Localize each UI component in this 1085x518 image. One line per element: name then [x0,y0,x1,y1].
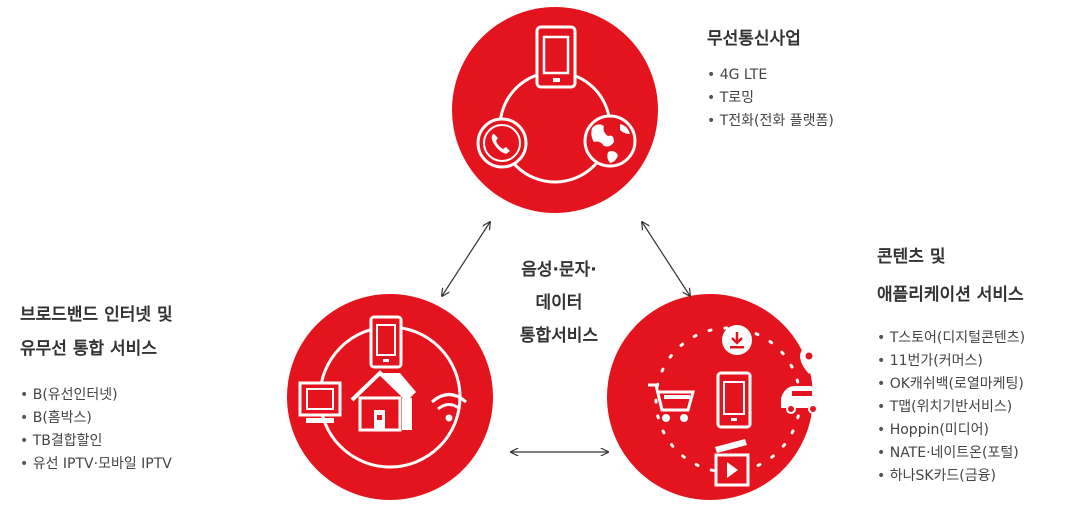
center-label: 음성·문자· 데이터 통합서비스 [494,254,624,353]
list-item: B(유선인터넷) [20,384,172,407]
tv-icon [298,381,342,423]
list-item: T로밍 [707,87,834,110]
smartphone-icon [369,315,403,369]
video-clapper-icon [714,439,750,487]
list-item: TB결합할인 [20,430,172,453]
broadband-title-line-2: 유무선 통합 서비스 [20,339,157,359]
house-icon [350,370,416,432]
contents-title: 콘텐츠 및 애플리케이션 서비스 [877,242,1024,310]
center-label-line-2: 데이터 [535,293,583,313]
wireless-list: 4G LTE T로밍 T전화(전화 플랫폼) [707,64,834,133]
list-item: 유선 IPTV·모바일 IPTV [20,453,172,476]
contents-title-line-1: 콘텐츠 및 [877,247,946,267]
wireless-title: 무선통신사업 [707,29,801,49]
list-item: T스토어(디지털콘텐츠) [877,327,1025,350]
center-label-line-3: 통합서비스 [519,326,599,346]
globe-icon [583,114,637,168]
broadband-list: B(유선인터넷) B(홈박스) TB결합할인 유선 IPTV·모바일 IPTV [20,384,172,476]
list-item: B(홈박스) [20,407,172,430]
arrow-top-left [442,222,490,296]
contents-list: T스토어(디지털콘텐츠) 11번가(커머스) OK캐쉬백(로열마케팅) T맵(위… [877,327,1025,488]
car-location-icon [781,347,823,414]
phone-call-icon [476,117,528,169]
arrow-top-right [642,222,690,296]
list-item: Hoppin(미디어) [877,419,1025,442]
contents-title-line-2: 애플리케이션 서비스 [877,285,1024,305]
contents-circle [607,294,813,500]
center-label-line-1: 음성·문자· [521,260,597,280]
list-item: 4G LTE [707,64,834,87]
list-item: T전화(전화 플랫폼) [707,110,834,133]
broadband-title-line-1: 브로드밴드 인터넷 및 [20,305,173,325]
smartphone-icon [716,371,752,429]
list-item: T맵(위치기반서비스) [877,396,1025,419]
list-item: 11번가(커머스) [877,350,1025,373]
list-item: OK캐쉬백(로열마케팅) [877,373,1025,396]
smartphone-icon [535,25,577,89]
list-item: NATE·네이트온(포털) [877,442,1025,465]
download-icon [722,325,752,355]
list-item: 하나SK카드(금융) [877,465,1025,488]
shopping-cart-icon [648,383,695,422]
wifi-icon [431,393,467,422]
broadband-title: 브로드밴드 인터넷 및 유무선 통합 서비스 [20,300,173,364]
